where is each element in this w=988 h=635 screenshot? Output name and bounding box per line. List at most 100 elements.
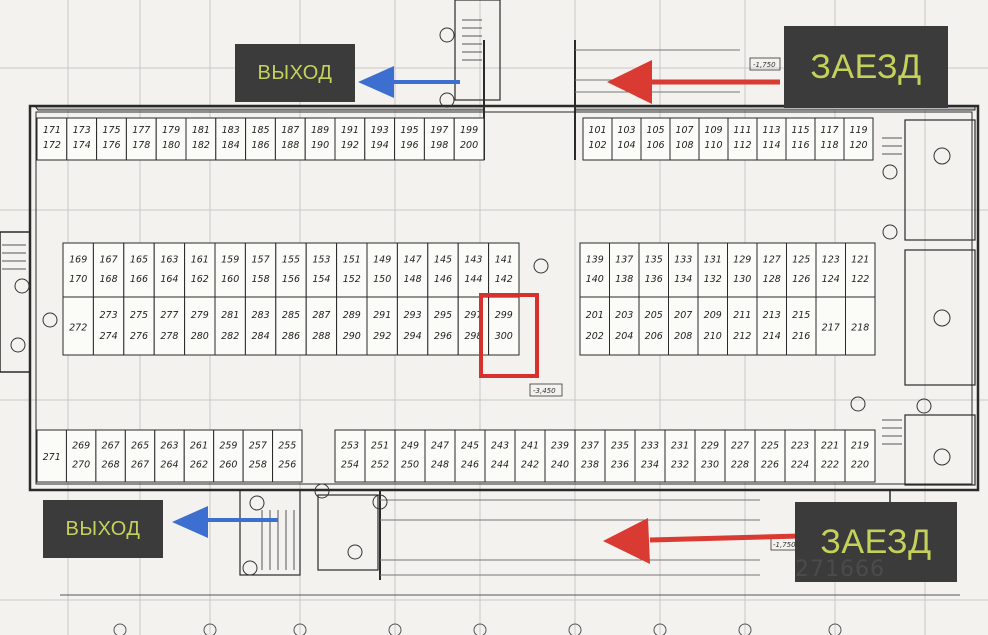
spot-number-131: 131 [704, 254, 722, 265]
spot-number-275: 275 [130, 310, 148, 321]
spot-number-238: 238 [581, 459, 599, 470]
spot-number-187: 187 [281, 125, 299, 136]
spot-number-236: 236 [611, 459, 629, 470]
entry-arrow-bottom [603, 518, 801, 564]
spot-number-271: 271 [43, 452, 61, 463]
highlighted-spot-frame [479, 293, 539, 378]
parking-spot-259-260 [213, 429, 244, 483]
parking-spot-107-108 [669, 117, 700, 161]
parking-spot-233-234 [634, 429, 666, 483]
elevation-floor: -3,450 [533, 387, 556, 395]
spot-number-286: 286 [282, 331, 300, 342]
watermark: 271666 [795, 557, 885, 582]
parking-spot-287-288 [305, 296, 338, 356]
spot-number-136: 136 [645, 274, 663, 285]
parking-spot-223-224 [784, 429, 816, 483]
spot-number-216: 216 [792, 331, 810, 342]
spot-number-139: 139 [586, 254, 604, 265]
spot-number-268: 268 [102, 459, 120, 470]
spot-number-105: 105 [646, 125, 664, 136]
spot-number-273: 273 [100, 310, 118, 321]
parking-spot-209-210 [697, 296, 728, 356]
parking-spot-179-180 [155, 117, 187, 161]
parking-spot-255-256 [272, 429, 303, 483]
spot-number-132: 132 [704, 274, 722, 285]
spot-number-106: 106 [646, 140, 664, 151]
spot-number-223: 223 [791, 441, 809, 452]
spot-number-227: 227 [731, 441, 749, 452]
spot-number-164: 164 [160, 274, 178, 285]
parking-spot-245-246 [454, 429, 486, 483]
spot-number-198: 198 [430, 140, 448, 151]
spot-number-119: 119 [849, 125, 867, 136]
exit-arrow-top [358, 66, 460, 98]
spot-number-125: 125 [792, 254, 810, 265]
parking-spot-129-130 [727, 242, 758, 298]
spot-number-154: 154 [312, 274, 330, 285]
spot-number-267: 267 [131, 459, 149, 470]
spot-number-230: 230 [701, 459, 719, 470]
spot-number-280: 280 [191, 331, 209, 342]
parking-spot-125-126 [786, 242, 817, 298]
parking-spot-149-150 [366, 242, 398, 298]
spot-number-249: 249 [401, 441, 419, 452]
spot-number-173: 173 [73, 125, 91, 136]
spot-number-181: 181 [192, 125, 210, 136]
spot-number-232: 232 [671, 459, 689, 470]
spot-number-124: 124 [822, 274, 840, 285]
spot-number-295: 295 [434, 310, 452, 321]
spot-number-182: 182 [192, 140, 210, 151]
spot-number-298: 298 [464, 331, 482, 342]
parking-spot-241-242 [514, 429, 546, 483]
spot-number-147: 147 [404, 254, 422, 265]
spot-number-102: 102 [588, 140, 606, 151]
parking-spot-221-222 [814, 429, 846, 483]
spot-number-146: 146 [434, 274, 452, 285]
spot-number-219: 219 [851, 441, 869, 452]
spot-number-150: 150 [373, 274, 391, 285]
parking-spot-253-254 [334, 429, 366, 483]
spot-number-186: 186 [251, 140, 269, 151]
parking-spot-119-120 [843, 117, 874, 161]
parking-spot-181-182 [185, 117, 217, 161]
spot-number-166: 166 [130, 274, 148, 285]
parking-spot-175-176 [96, 117, 127, 161]
spot-number-200: 200 [460, 140, 478, 151]
spot-number-197: 197 [430, 125, 448, 136]
spot-number-281: 281 [221, 310, 239, 321]
spot-number-208: 208 [674, 331, 692, 342]
spot-number-274: 274 [100, 331, 118, 342]
entry-arrow-top [607, 60, 780, 104]
parking-spot-285-286 [275, 296, 307, 356]
spot-number-234: 234 [641, 459, 659, 470]
spot-number-202: 202 [586, 331, 604, 342]
spot-number-174: 174 [73, 140, 91, 151]
spot-number-145: 145 [434, 254, 452, 265]
building-walls [0, 0, 980, 580]
spot-number-184: 184 [222, 140, 240, 151]
parking-spot-243-244 [484, 429, 516, 483]
spot-number-254: 254 [341, 459, 359, 470]
parking-spot-261-262 [183, 429, 215, 483]
spot-number-185: 185 [251, 125, 269, 136]
spot-number-209: 209 [704, 310, 722, 321]
parking-spot-227-228 [724, 429, 756, 483]
spot-number-288: 288 [312, 331, 330, 342]
spot-number-201: 201 [586, 310, 604, 321]
spot-number-259: 259 [219, 441, 237, 452]
spot-number-130: 130 [733, 274, 751, 285]
spot-number-264: 264 [160, 459, 178, 470]
parking-spot-269-270 [65, 429, 97, 483]
spot-number-171: 171 [43, 125, 61, 136]
spot-number-242: 242 [521, 459, 539, 470]
spot-number-122: 122 [851, 274, 869, 285]
spot-number-134: 134 [674, 274, 692, 285]
parking-spot-225-226 [754, 429, 786, 483]
parking-spot-177-178 [125, 117, 157, 161]
spot-number-290: 290 [343, 331, 361, 342]
spot-number-221: 221 [821, 441, 839, 452]
spot-number-255: 255 [278, 441, 296, 452]
parking-spot-291-292 [366, 296, 398, 356]
parking-spot-239-240 [544, 429, 576, 483]
